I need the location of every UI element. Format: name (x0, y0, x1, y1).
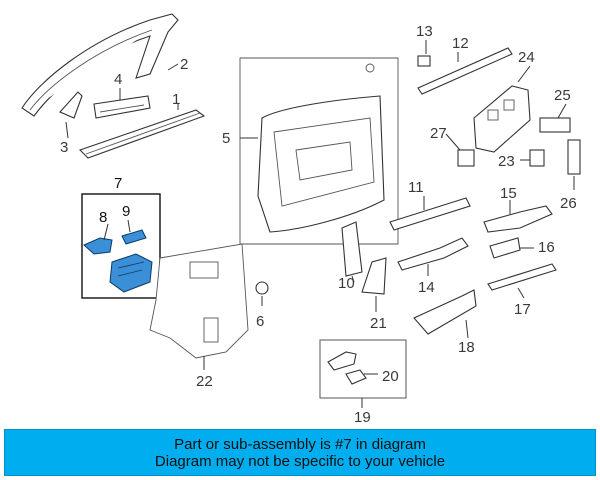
part-8-highlight (83, 237, 113, 255)
leader-lines (65, 40, 575, 408)
part-24-switch-panel (473, 85, 531, 153)
part-19-box (319, 339, 407, 399)
callout-26: 26 (560, 195, 577, 212)
callout-24: 24 (518, 49, 535, 66)
callout-8: 8 (99, 209, 107, 226)
banner-line-1: Part or sub-assembly is #7 in diagram (174, 435, 426, 453)
callout-21: 21 (370, 315, 387, 332)
part-10-trim (341, 221, 363, 277)
callout-20: 20 (382, 368, 399, 385)
callout-1: 1 (172, 91, 180, 108)
part-7-main-highlight (109, 253, 153, 293)
part-16-holder (489, 237, 521, 259)
part-5-door-trim-panel (239, 57, 399, 245)
callout-9: 9 (122, 203, 130, 220)
callout-19: 19 (354, 409, 371, 426)
part-13-clip (417, 55, 431, 67)
callout-4: 4 (114, 71, 122, 88)
banner-line-2: Diagram may not be specific to your vehi… (154, 452, 446, 470)
callout-14: 14 (418, 279, 435, 296)
part-17-strip (487, 263, 557, 291)
part-22-door-liner (149, 243, 249, 359)
callout-16: 16 (538, 239, 555, 256)
info-banner: Part or sub-assembly is #7 in diagram Di… (4, 429, 596, 476)
part-27-switch (457, 149, 475, 167)
part-15-garnish (483, 205, 553, 233)
callout-12: 12 (452, 35, 469, 52)
callout-15: 15 (500, 185, 517, 202)
part-9-highlight (121, 229, 147, 245)
part-25-switch (539, 117, 571, 133)
part-11-garnish (389, 197, 471, 231)
callout-5: 5 (222, 130, 230, 147)
part-4-molding (93, 95, 151, 119)
callout-11: 11 (408, 179, 424, 196)
part-6-clip (255, 281, 269, 295)
callout-17: 17 (514, 301, 531, 318)
callout-22: 22 (196, 373, 213, 390)
part-1-belt-molding (78, 109, 206, 159)
callout-2: 2 (180, 56, 188, 73)
callout-3: 3 (60, 139, 68, 156)
callout-13: 13 (416, 23, 433, 40)
part-23-switch (529, 149, 545, 167)
callout-6: 6 (256, 313, 264, 330)
callout-25: 25 (554, 87, 571, 104)
part-18-pocket (413, 289, 477, 335)
part-2-window-channel (21, 13, 179, 117)
part-3-pillar-garnish (59, 91, 83, 119)
callout-23: 23 (498, 153, 515, 170)
part-12-weatherstrip (417, 47, 513, 95)
callout-10: 10 (338, 275, 355, 292)
part-14-armrest (397, 237, 469, 271)
callout-27: 27 (430, 125, 447, 142)
callout-18: 18 (458, 339, 475, 356)
part-26-bezel (567, 139, 581, 175)
callout-7: 7 (114, 175, 122, 192)
part-21-bezel (361, 257, 387, 295)
